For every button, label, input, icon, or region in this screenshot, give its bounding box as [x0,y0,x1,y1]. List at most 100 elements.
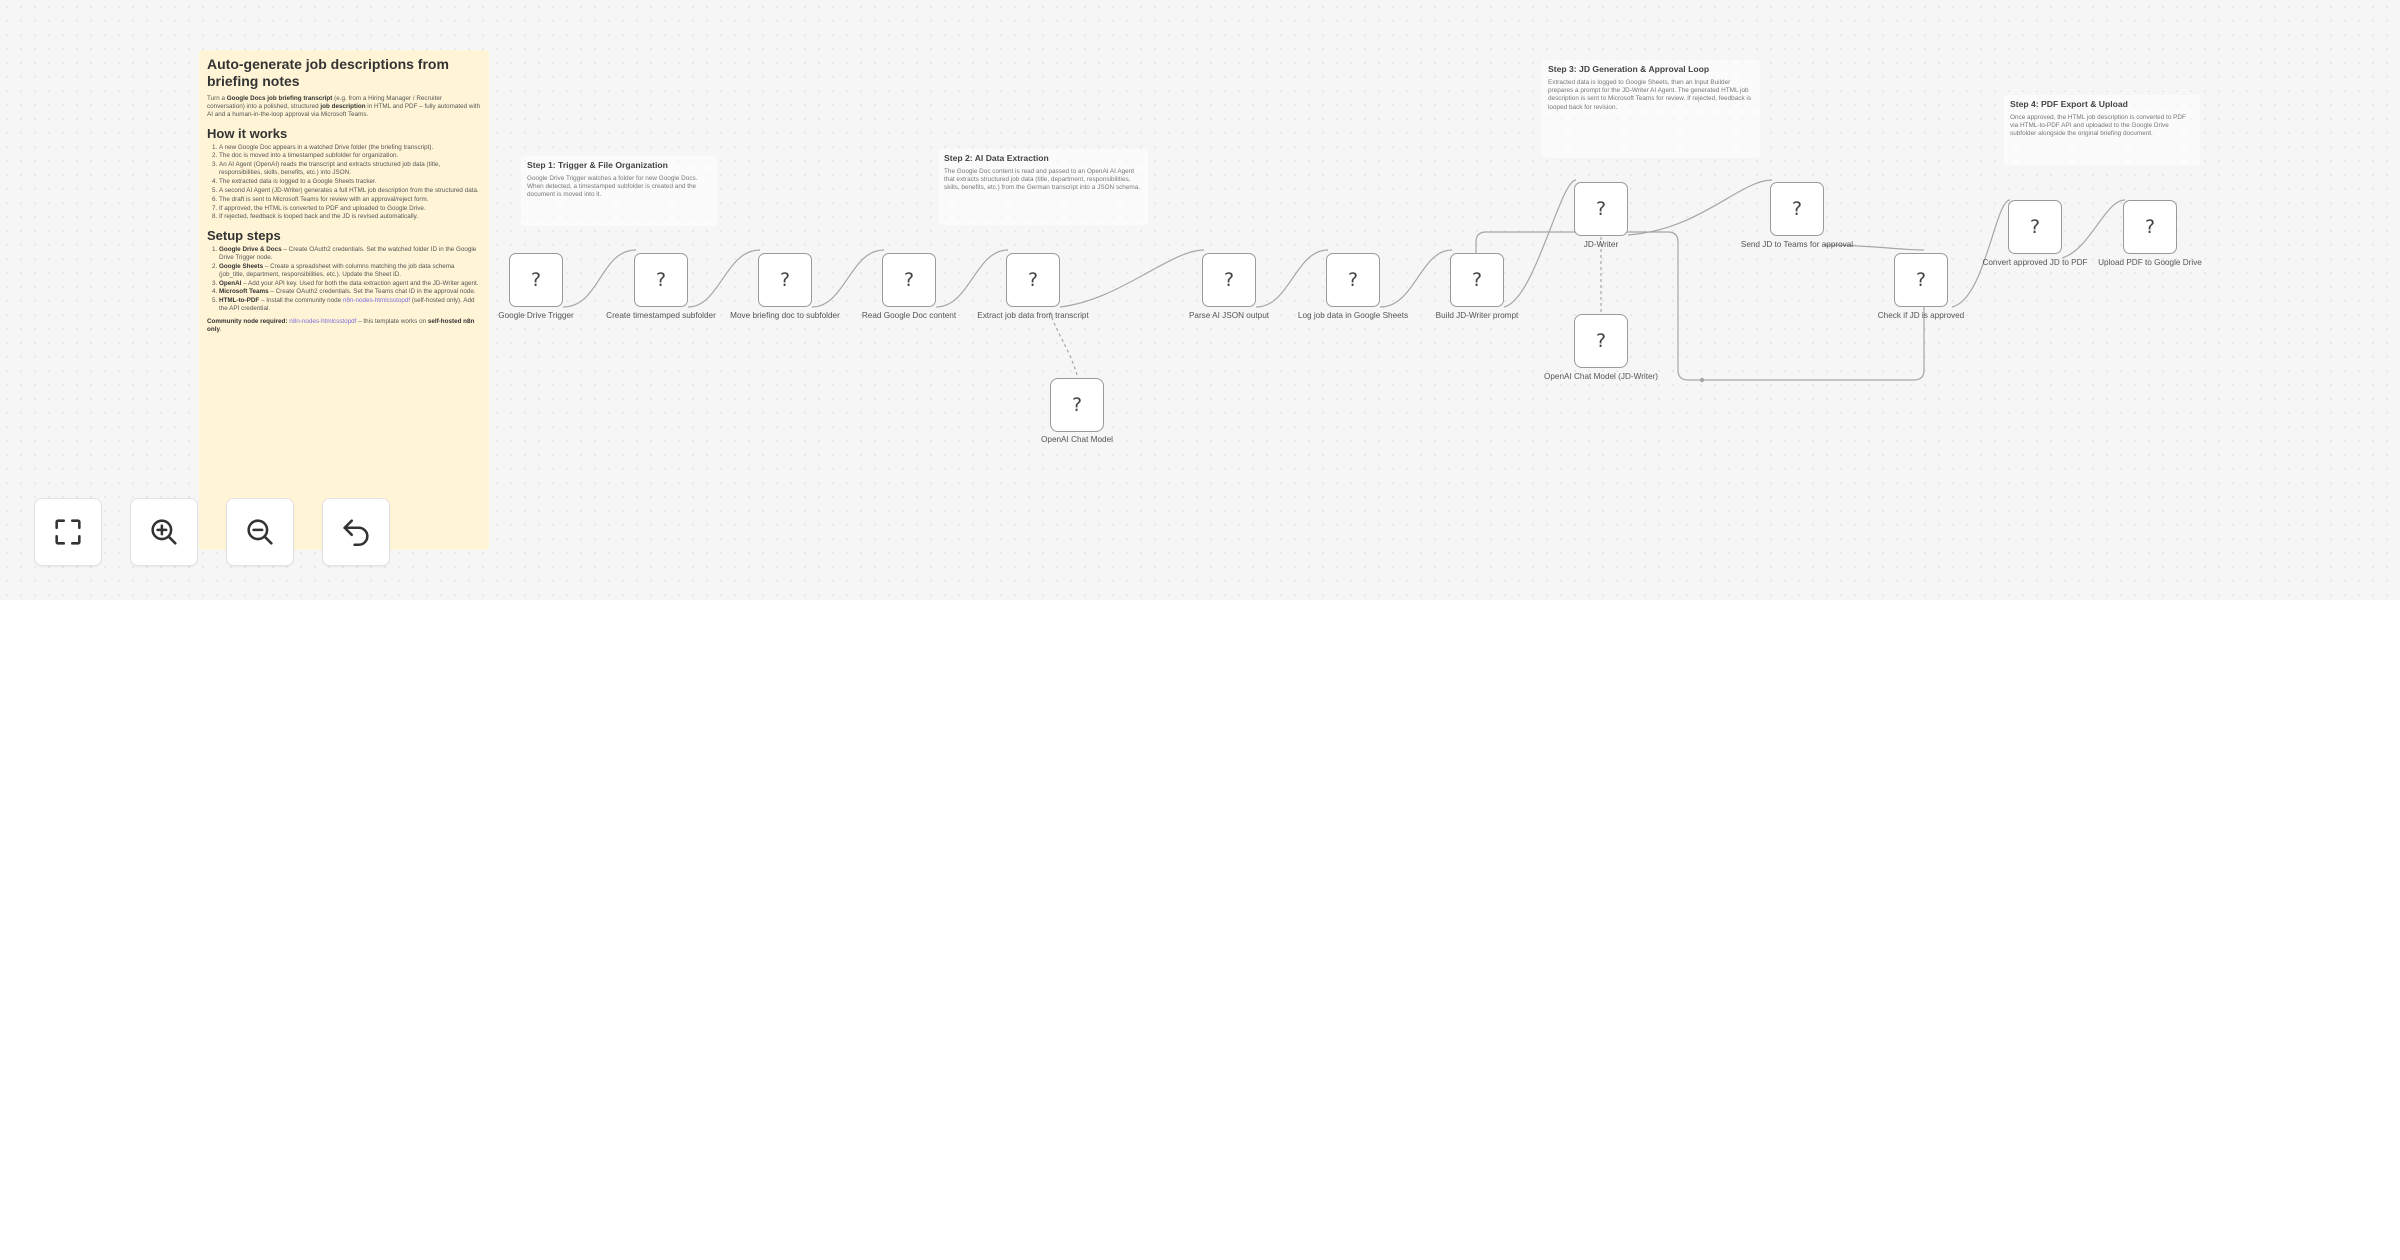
step1-sticky-note[interactable]: Step 1: Trigger & File Organization Goog… [521,156,717,226]
overview-sticky-note[interactable]: Auto-generate job descriptions from brie… [199,50,489,550]
node-label: Build JD-Writer prompt [1435,311,1519,320]
edge-read-to-extract [935,249,1009,308]
zoom-in-icon [151,519,177,545]
sticky-intro: Turn a Google Docs job briefing transcri… [207,95,481,119]
step2-body: The Google Doc content is read and passe… [944,168,1141,192]
node-log-sheets[interactable]: ? [1326,253,1380,307]
edge-jdwriter-to-teams [1627,179,1773,236]
how-step: An AI Agent (OpenAI) reads the transcrip… [219,161,481,177]
node-openai-chat-model[interactable]: ? [1050,378,1104,432]
step4-title: Step 4: PDF Export & Upload [2010,99,2128,109]
edge-model-to-extract [1049,311,1078,376]
node-read-doc[interactable]: ? [882,253,936,307]
sticky-title: Auto-generate job descriptions from brie… [207,56,449,89]
zoom-out-button[interactable] [226,498,294,566]
node-label: Parse AI JSON output [1188,311,1270,320]
node-check-approved[interactable]: ? [1894,253,1948,307]
node-label: Google Drive Trigger [498,311,574,320]
how-step: If rejected, feedback is looped back and… [219,213,481,221]
how-step: If approved, the HTML is converted to PD… [219,205,481,213]
edge-convert-to-upload [2061,199,2126,259]
node-label: Convert approved JD to PDF [1982,258,2088,267]
workflow-canvas[interactable]: Auto-generate job descriptions from brie… [0,0,2400,600]
step2-title: Step 2: AI Data Extraction [944,153,1049,163]
edge-log-to-build [1379,249,1453,308]
edge-trigger-to-subfolder [562,249,637,308]
setup-step: OpenAI – Add your API key. Used for both… [219,280,481,288]
node-label: Upload PDF to Google Drive [2098,258,2202,267]
sticky-footnote: Community node required: n8n-nodes-htmlc… [207,317,475,333]
node-label: Read Google Doc content [861,311,957,320]
node-label: Log job data in Google Sheets [1297,311,1409,320]
node-parse-json[interactable]: ? [1202,253,1256,307]
unknown-node-icon: ? [1595,330,1607,352]
unknown-node-icon: ? [1071,394,1083,416]
how-it-works-heading: How it works [207,125,288,141]
edge-build-to-jdwriter [1503,179,1577,308]
node-label: Send JD to Teams for approval [1740,240,1854,249]
node-label: OpenAI Chat Model (JD-Writer) [1543,372,1659,381]
node-build-prompt[interactable]: ? [1450,253,1504,307]
node-jd-writer[interactable]: ? [1574,182,1628,236]
node-label: Create timestamped subfolder [606,311,716,320]
unknown-node-icon: ? [1027,269,1039,291]
node-send-teams[interactable]: ? [1770,182,1824,236]
unknown-node-icon: ? [1595,198,1607,220]
node-label: JD-Writer [1583,240,1619,249]
unknown-node-icon: ? [2144,216,2156,238]
undo-button[interactable] [322,498,390,566]
node-convert-pdf[interactable]: ? [2008,200,2062,254]
how-step: The extracted data is logged to a Google… [219,178,481,186]
setup-step: Google Sheets – Create a spreadsheet wit… [219,263,481,279]
edge-extract-to-parse [1059,249,1205,308]
step3-title: Step 3: JD Generation & Approval Loop [1548,64,1710,74]
fit-view-button[interactable] [34,498,102,566]
unknown-node-icon: ? [903,269,915,291]
edge-reject-loop [1475,231,1925,381]
how-it-works-list: A new Google Doc appears in a watched Dr… [207,144,481,222]
fit-view-icon [55,519,81,545]
edge-check-to-convert [1951,199,2011,308]
edge-teams-to-check [1823,244,1925,251]
unknown-node-icon: ? [1791,198,1803,220]
setup-steps-heading: Setup steps [207,227,281,243]
step3-body: Extracted data is logged to Google Sheet… [1548,79,1752,111]
how-step: A new Google Doc appears in a watched Dr… [219,144,481,152]
unknown-node-icon: ? [1223,269,1235,291]
node-upload-pdf[interactable]: ? [2123,200,2177,254]
edge-subfolder-to-move [687,249,761,308]
zoom-out-icon [247,519,273,545]
step4-body: Once approved, the HTML job description … [2010,114,2186,138]
step2-sticky-note[interactable]: Step 2: AI Data Extraction The Google Do… [938,149,1148,225]
unknown-node-icon: ? [1915,269,1927,291]
how-step: A second AI Agent (JD-Writer) generates … [219,187,481,195]
zoom-in-button[interactable] [130,498,198,566]
step3-sticky-note[interactable]: Step 3: JD Generation & Approval Loop Ex… [1542,60,1760,158]
node-google-drive-trigger[interactable]: ? [509,253,563,307]
edge-parse-to-log [1255,249,1329,308]
step4-sticky-note[interactable]: Step 4: PDF Export & Upload Once approve… [2004,95,2200,165]
connection-lines [562,179,2126,383]
how-step: The doc is moved into a timestamped subf… [219,152,481,160]
step1-title: Step 1: Trigger & File Organization [527,160,668,170]
unknown-node-icon: ? [2029,216,2041,238]
node-move-doc[interactable]: ? [758,253,812,307]
node-label: OpenAI Chat Model [1041,435,1113,444]
unknown-node-icon: ? [530,269,542,291]
edge-move-to-read [811,249,885,308]
node-label: Move briefing doc to subfolder [730,311,840,320]
node-label: Extract job data from transcript [977,311,1089,320]
unknown-node-icon: ? [1347,269,1359,291]
step1-body: Google Drive Trigger watches a folder fo… [527,175,698,199]
undo-icon [343,519,369,547]
unknown-node-icon: ? [1471,269,1483,291]
setup-steps-list: Google Drive & Docs – Create OAuth2 cred… [207,246,481,314]
unknown-node-icon: ? [655,269,667,291]
setup-step: Microsoft Teams – Create OAuth2 credenti… [219,288,481,296]
how-step: The draft is sent to Microsoft Teams for… [219,196,481,204]
setup-step: Google Drive & Docs – Create OAuth2 cred… [219,246,481,262]
node-create-subfolder[interactable]: ? [634,253,688,307]
node-openai-jd-writer-model[interactable]: ? [1574,314,1628,368]
unknown-node-icon: ? [779,269,791,291]
node-extract-job-data[interactable]: ? [1006,253,1060,307]
